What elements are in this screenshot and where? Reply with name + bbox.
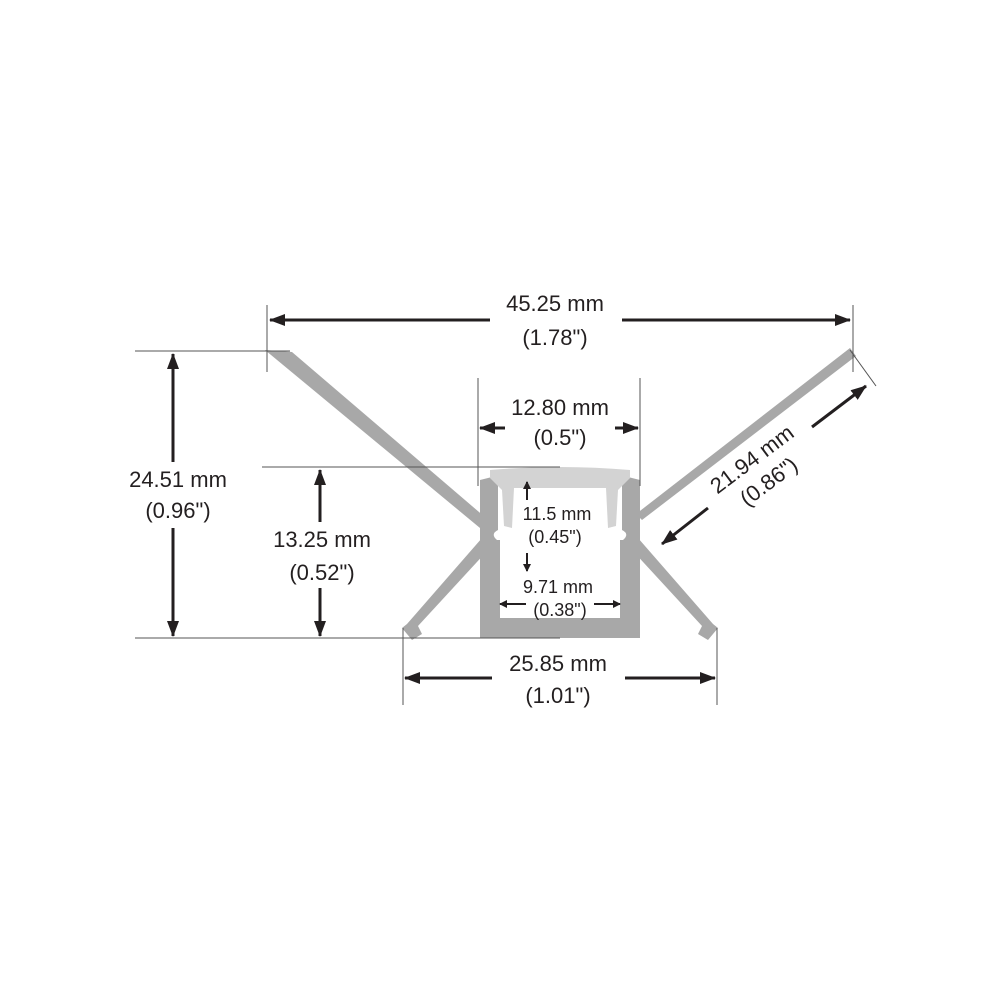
overall-width-in: (1.78") (522, 325, 587, 350)
overall-width-mm: 45.25 mm (506, 291, 604, 316)
overall-height-mm: 24.51 mm (129, 467, 227, 492)
wing-length-label: 21.94 mm (0.86") (705, 420, 802, 511)
inner-width-mm: 9.71 mm (523, 577, 593, 597)
channel-height-mm: 13.25 mm (273, 527, 371, 552)
extension-lines (135, 305, 877, 705)
inner-height-in: (0.45") (528, 527, 581, 547)
base-width-mm: 25.85 mm (509, 651, 607, 676)
opening-width-in: (0.5") (533, 425, 586, 450)
channel (480, 477, 640, 638)
left-wing (265, 350, 486, 528)
right-leg (632, 538, 718, 640)
right-wing (636, 348, 856, 520)
base-width-in: (1.01") (525, 683, 590, 708)
overall-height-in: (0.96") (145, 498, 210, 523)
dimension-arrows (167, 314, 867, 684)
opening-width-mm: 12.80 mm (511, 395, 609, 420)
left-leg (402, 538, 488, 640)
channel-height-in: (0.52") (289, 560, 354, 585)
inner-width-in: (0.38") (533, 600, 586, 620)
inner-height-mm: 11.5 mm (523, 504, 592, 524)
